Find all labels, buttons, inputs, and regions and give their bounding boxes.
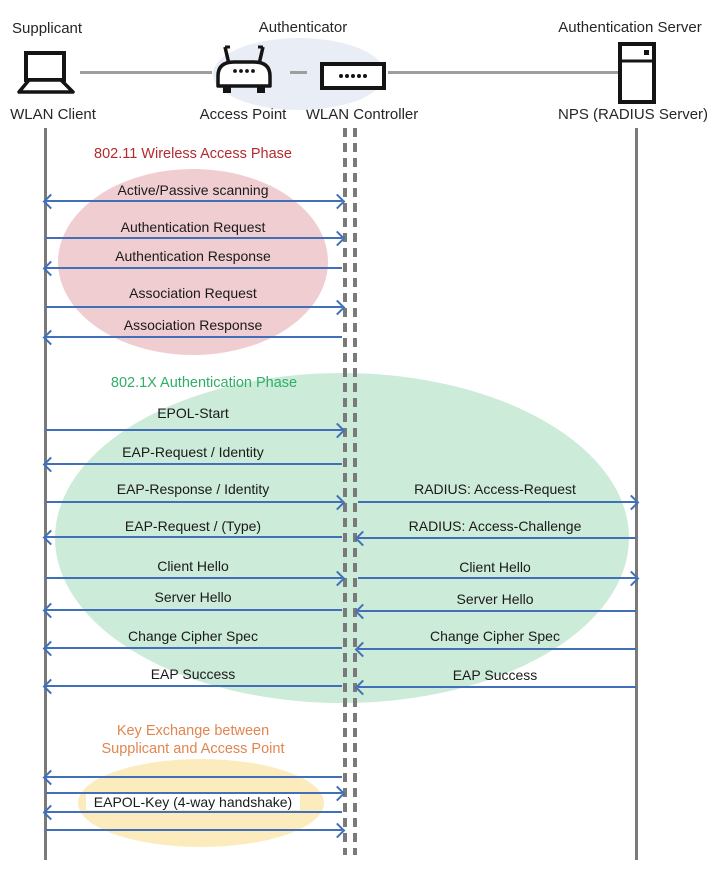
arrow-client-hello-right xyxy=(358,577,636,579)
arrow-eapol-key-4 xyxy=(46,829,342,831)
arrow-eapol-key-1 xyxy=(46,776,342,778)
msg-eap-success-left: EAP Success xyxy=(150,666,236,682)
msg-eap-response-identity: EAP-Response / Identity xyxy=(116,481,270,497)
arrow-eap-success-left xyxy=(46,685,342,687)
access-point-icon xyxy=(212,42,276,103)
msg-client-hello-right: Client Hello xyxy=(459,559,531,575)
msg-authentication-response: Authentication Response xyxy=(115,248,271,264)
msg-server-hello-right: Server Hello xyxy=(456,591,534,607)
msg-eap-success-right: EAP Success xyxy=(452,667,538,683)
phase3-title-line2: Supplicant and Access Point xyxy=(101,741,285,757)
msg-eapol-key-text: EAPOL-Key (4-way handshake) xyxy=(85,794,301,810)
arrow-active-passive-scanning xyxy=(46,200,342,202)
msg-client-hello-left: Client Hello xyxy=(157,558,229,574)
lifeline-nps xyxy=(635,128,638,860)
role-authenticator: Authenticator xyxy=(258,19,348,36)
msg-authentication-request: Authentication Request xyxy=(120,219,266,235)
connector-ap-controller xyxy=(290,71,307,74)
arrow-radius-access-request xyxy=(358,501,636,503)
arrow-association-request xyxy=(46,306,342,308)
msg-change-cipher-spec-left: Change Cipher Spec xyxy=(128,628,258,644)
node-wlan-controller: WLAN Controller xyxy=(305,106,419,123)
msg-eap-request-type: EAP-Request / (Type) xyxy=(124,518,262,534)
arrow-server-hello-right xyxy=(358,610,636,612)
arrow-server-hello-left xyxy=(46,609,342,611)
role-authentication-server: Authentication Server xyxy=(558,19,702,36)
arrow-eapol-key-3 xyxy=(46,811,342,813)
msg-association-response: Association Response xyxy=(123,317,263,333)
msg-epol-start: EPOL-Start xyxy=(157,405,229,421)
arrow-authentication-request xyxy=(46,237,342,239)
arrow-eap-success-right xyxy=(358,686,636,688)
arrow-epol-start xyxy=(46,429,342,431)
arrow-change-cipher-spec-right xyxy=(358,648,636,650)
arrow-eap-response-identity xyxy=(46,501,342,503)
phase2-title: 802.1X Authentication Phase xyxy=(110,375,298,391)
msg-radius-access-request: RADIUS: Access-Request xyxy=(414,481,576,497)
lifeline-authenticator-1 xyxy=(343,128,347,855)
msg-change-cipher-spec-right: Change Cipher Spec xyxy=(430,628,560,644)
wlan-controller-icon xyxy=(320,62,386,95)
server-icon xyxy=(618,42,656,109)
laptop-icon xyxy=(12,50,80,103)
arrow-change-cipher-spec-left xyxy=(46,647,342,649)
msg-eapol-key: EAPOL-Key (4-way handshake) xyxy=(53,794,333,810)
arrow-radius-access-challenge xyxy=(358,537,636,539)
arrow-association-response xyxy=(46,336,342,338)
arrow-eap-request-type xyxy=(46,536,342,538)
arrow-client-hello-left xyxy=(46,577,342,579)
phase3-title-line1: Key Exchange between xyxy=(116,723,270,739)
connector-client-ap xyxy=(80,71,212,74)
node-wlan-client: WLAN Client xyxy=(10,106,96,123)
role-supplicant: Supplicant xyxy=(12,20,83,37)
arrow-eap-request-identity xyxy=(46,463,342,465)
msg-active-passive-scanning: Active/Passive scanning xyxy=(117,182,269,198)
lifeline-authenticator-2 xyxy=(353,128,357,855)
node-access-point: Access Point xyxy=(199,106,287,123)
msg-eap-request-identity: EAP-Request / Identity xyxy=(122,444,264,460)
arrow-authentication-response xyxy=(46,267,342,269)
phase3-title: Key Exchange between Supplicant and Acce… xyxy=(53,722,333,758)
msg-association-request: Association Request xyxy=(129,285,257,301)
connector-controller-server xyxy=(388,71,618,74)
arrow-eapol-key-2 xyxy=(46,792,342,794)
node-nps: NPS (RADIUS Server) xyxy=(558,106,709,123)
msg-radius-access-challenge: RADIUS: Access-Challenge xyxy=(408,518,582,534)
lifeline-wlan-client xyxy=(44,128,47,860)
phase1-title: 802.11 Wireless Access Phase xyxy=(94,146,292,162)
msg-server-hello-left: Server Hello xyxy=(154,589,232,605)
